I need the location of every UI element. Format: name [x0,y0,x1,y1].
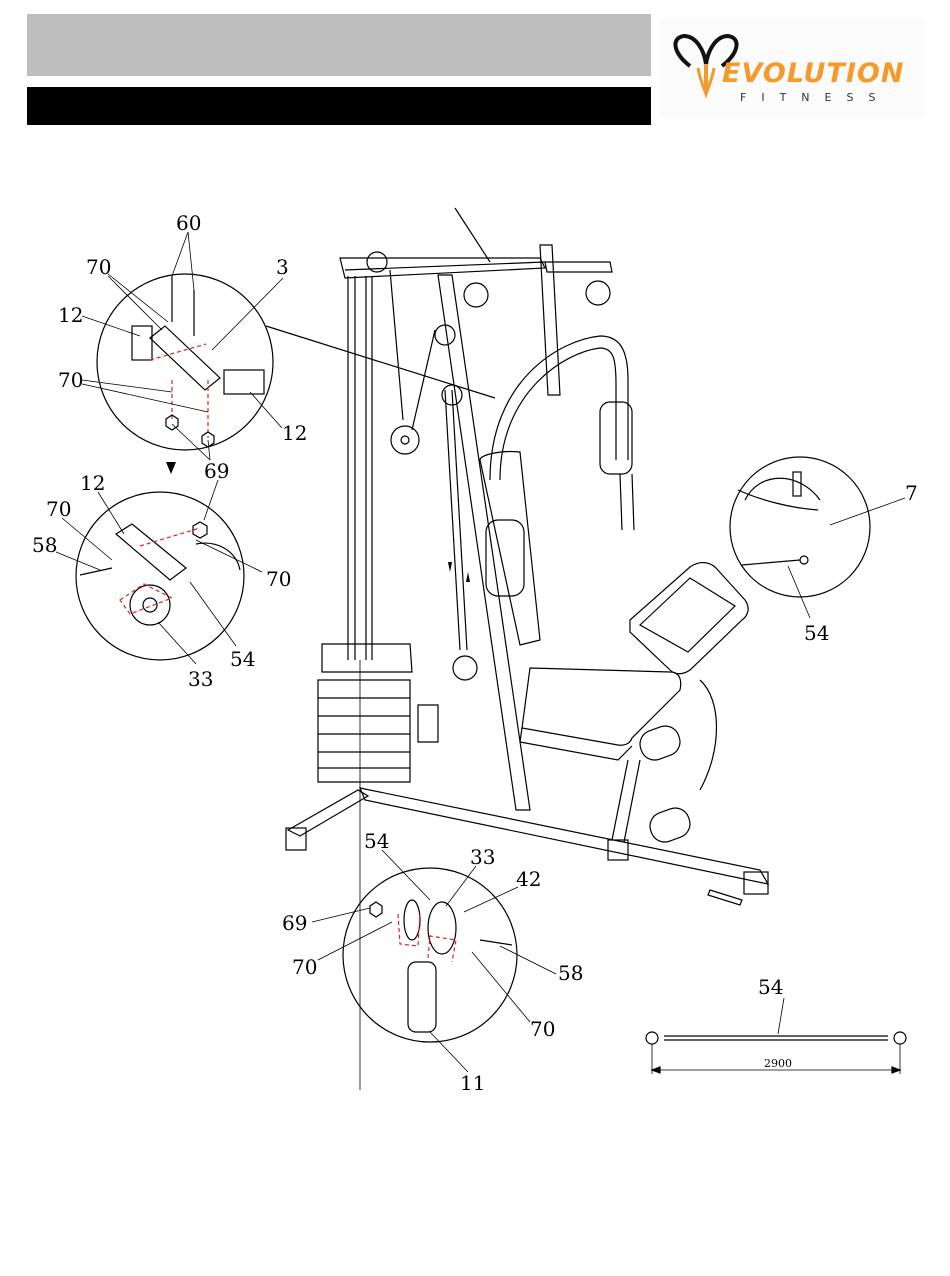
callout-70: 70 [292,955,317,979]
callout-33: 33 [188,667,213,691]
detail-lower-pulley [343,868,517,1042]
callout-70: 70 [46,497,71,521]
callout-33: 33 [470,845,495,869]
callout-12: 12 [58,303,83,327]
callout-54: 54 [758,975,783,999]
callout-12: 12 [80,471,105,495]
callout-12: 12 [282,421,307,445]
cable-length-dimension: 2900 [764,1057,792,1070]
callout-54: 54 [364,829,389,853]
callout-58: 58 [558,961,583,985]
callout-70: 70 [266,567,291,591]
callout-labels: 60 70 3 12 70 12 69 12 70 58 70 54 33 7 … [32,211,918,1095]
callout-11: 11 [460,1071,485,1095]
callout-7: 7 [905,481,918,505]
callout-42: 42 [516,867,541,891]
leader-lines [56,232,905,1072]
callout-69: 69 [282,911,307,935]
callout-54: 54 [804,621,829,645]
callout-69: 69 [204,459,229,483]
detail-pulley-bracket [76,492,244,660]
detail-cable-end [730,457,870,597]
home-gym-machine [286,208,768,1090]
callout-70: 70 [530,1017,555,1041]
callout-54: 54 [230,647,255,671]
callout-70: 70 [58,368,83,392]
callout-58: 58 [32,533,57,557]
callout-70: 70 [86,255,111,279]
callout-60: 60 [176,211,201,235]
callout-3: 3 [276,255,289,279]
